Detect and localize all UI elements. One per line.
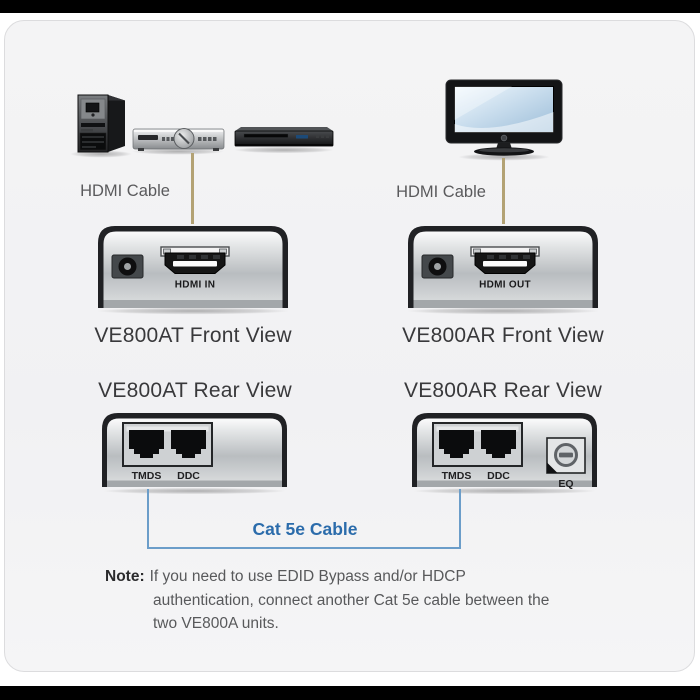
tv-logo-icon xyxy=(500,134,508,142)
ve800at-rear-device: TMDS DDC xyxy=(102,413,287,495)
hdmi-cable-label-right: HDMI Cable xyxy=(396,183,486,201)
cat5e-line-right xyxy=(459,489,461,549)
tmds-label: TMDS xyxy=(132,470,162,482)
note: Note:If you need to use EDID Bypass and/… xyxy=(105,565,567,636)
cat5e-cable-label: Cat 5e Cable xyxy=(252,519,358,539)
av-receiver-icon xyxy=(132,128,225,155)
hdmi-out-label: HDMI OUT xyxy=(479,280,531,291)
eq-label: EQ xyxy=(558,478,573,490)
ve800ar-rear-device: TMDS DDC EQ xyxy=(412,413,597,495)
rj45-port-ddc xyxy=(481,430,516,458)
rj45-port-tmds xyxy=(129,430,164,458)
ve800at-rear-title: VE800AT Rear View xyxy=(98,379,292,402)
ve800at-front-device: HDMI IN xyxy=(97,226,289,315)
hdmi-cable-line-left xyxy=(191,153,194,224)
source-devices-group xyxy=(70,94,334,158)
eq-screw-icon xyxy=(546,437,586,474)
ve800at-front-title: VE800AT Front View xyxy=(94,324,292,347)
hdmi-in-label: HDMI IN xyxy=(175,280,215,291)
rj45-port-ddc xyxy=(171,430,206,458)
ve800ar-rear-title: VE800AR Rear View xyxy=(404,379,602,402)
top-black-bar xyxy=(0,0,700,13)
ve800ar-front-title: VE800AR Front View xyxy=(402,324,604,347)
hdmi-cable-label-left: HDMI Cable xyxy=(80,182,170,200)
ve800ar-front-device: HDMI OUT xyxy=(407,226,599,315)
note-prefix: Note: xyxy=(105,568,145,585)
hdmi-cable-line-right xyxy=(502,158,505,224)
tmds-label: TMDS xyxy=(442,470,472,482)
ddc-label: DDC xyxy=(177,470,200,482)
rj45-port-tmds xyxy=(439,430,474,458)
bottom-black-bar xyxy=(0,686,700,700)
ddc-label: DDC xyxy=(487,470,510,482)
cat5e-line-bottom xyxy=(147,547,461,549)
power-jack-icon xyxy=(111,254,144,279)
hdmi-port-icon xyxy=(160,246,230,274)
tv-monitor-icon xyxy=(445,79,563,161)
note-text: If you need to use EDID Bypass and/or HD… xyxy=(149,568,550,632)
pc-tower-icon xyxy=(70,94,132,158)
cat5e-line-left xyxy=(147,489,149,549)
power-jack-icon xyxy=(421,254,454,279)
dvd-player-icon xyxy=(234,127,334,154)
hdmi-port-icon xyxy=(470,246,540,274)
